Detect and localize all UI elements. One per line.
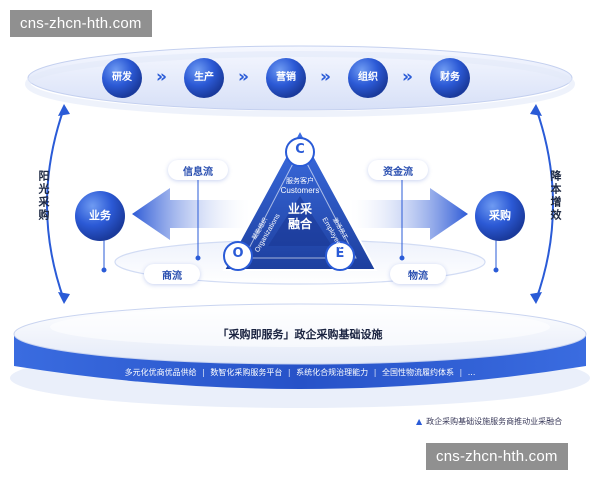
center-label-line1: 业采 [287,202,312,216]
customers-caption-cn: 服务客户 [286,177,314,185]
left-arc-arrowhead-top [58,104,70,116]
chain-node-2: 营销 [265,57,307,99]
watermark-bottom: cns-zhcn-hth.com [426,443,568,470]
platform-item: ... [467,368,476,377]
platform-items: 多元化优商优品供给 | 数智化采购服务平台 | 系统化合规治理能力 | 全国性物… [40,367,560,378]
customers-caption-en: Customers [280,186,320,195]
chain-node-label: 财务 [440,72,460,83]
chevron-right-icon: » [320,67,331,87]
logistics-flow-tag: 物流 [390,264,446,284]
top-disc-rim [25,51,575,117]
procurement-node: 采购 [474,190,526,242]
e-letter: E [335,246,345,261]
chevron-right-icon: » [238,67,249,87]
business-flow-tag: 商流 [144,264,200,284]
chain-node-0: 研发 [101,57,143,99]
legend-text: 政企采购基础设施服务商推动业采融合 [426,417,563,426]
e-letter-circle [325,241,355,271]
business-node: 业务 [74,190,126,242]
platform-item-separator: | [456,368,465,377]
chevron-right-icon: » [156,67,167,87]
arrow-to-business [132,188,250,240]
chain-node-label: 营销 [276,72,296,83]
arrow-to-procurement [350,188,468,240]
o-letter: O [232,246,244,261]
info-flow-tag: 信息流 [168,160,228,180]
chevron-right-icon: » [402,67,413,87]
center-label-line2: 融合 [287,217,312,231]
business-node-label: 业务 [89,209,111,222]
procurement-node-label: 采购 [489,209,511,222]
customers-caption: 服务客户 Customers [258,176,342,196]
watermark-top: cns-zhcn-hth.com [10,10,152,37]
platform-item-separator: | [371,368,379,377]
left-side-label: 阳光采购 [37,170,50,222]
center-label: 业采 融合 [272,202,328,232]
o-letter-circle [223,241,253,271]
platform-item: 数智化采购服务平台 [210,368,283,377]
coe-triangle [222,127,378,271]
right-side-label: 降本增效 [549,170,562,222]
right-side-arc [535,107,554,301]
platform-item-separator: | [199,368,208,377]
left-arc-arrowhead-bottom [58,292,70,304]
legend: ▲ 政企采购基础设施服务商推动业采融合 [416,416,562,427]
chain-node-label: 研发 [112,72,132,83]
right-arc-arrowhead-bottom [530,292,542,304]
platform-title: 「采购即服务」政企采购基础设施 [217,328,383,341]
platform-item: 多元化优商优品供给 [124,368,197,377]
triangle-legend-icon: ▲ [416,417,423,426]
right-arc-arrowhead-top [530,104,542,116]
c-letter: C [295,142,305,157]
c-letter-circle [285,137,315,167]
chain-node-label: 生产 [194,72,214,83]
platform-item: 全国性物流履约体系 [381,368,454,377]
platform-item-separator: | [285,368,294,377]
platform-glow [50,307,550,347]
flow-connectors [101,176,499,273]
chain-node-3: 组织 [347,57,389,99]
chain-node-label: 组织 [358,72,378,83]
chain-node-4: 财务 [429,57,471,99]
left-side-arc [46,107,65,301]
platform-item: 系统化合规治理能力 [296,368,369,377]
chain-node-1: 生产 [183,57,225,99]
capital-flow-tag: 资金流 [368,160,428,180]
